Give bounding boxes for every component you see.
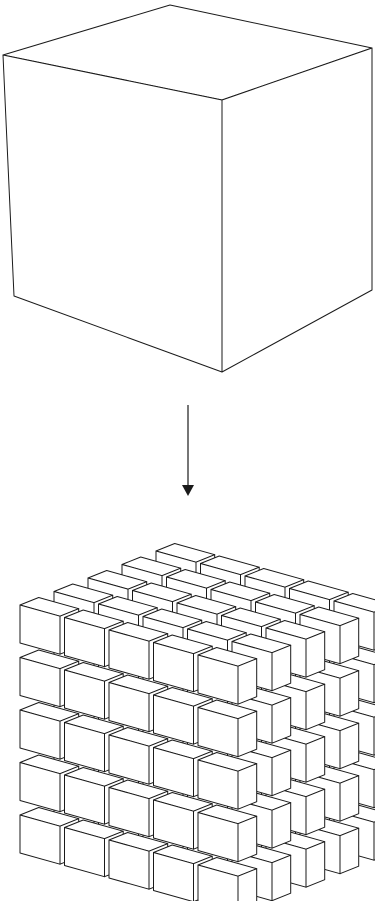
small-cube	[197, 857, 258, 901]
small-cube-right-face	[339, 775, 360, 822]
small-cube	[197, 647, 258, 705]
small-cube-right-face	[237, 868, 258, 901]
small-cube-right-face	[271, 644, 292, 692]
arrow-head	[182, 485, 194, 496]
small-cube-right-face	[237, 710, 258, 758]
small-cube-right-face	[339, 722, 360, 770]
large-cube-right-face	[221, 47, 373, 373]
small-cube-grid	[19, 543, 375, 901]
small-cube-front-face	[153, 852, 194, 901]
small-cube-right-face	[339, 670, 360, 717]
small-cube-right-face	[305, 631, 326, 678]
small-cube-right-face	[271, 854, 292, 901]
large-cube	[2, 4, 373, 373]
large-cube-front-face	[2, 54, 223, 373]
small-cube	[197, 699, 258, 758]
small-cube-right-face	[237, 815, 258, 863]
small-cube-right-face	[305, 788, 326, 836]
small-cube-right-face	[305, 736, 326, 783]
small-cube-front-face	[197, 864, 239, 901]
down-arrow	[182, 405, 194, 496]
small-cube	[197, 752, 258, 810]
small-cube-right-face	[237, 658, 258, 705]
small-cube-right-face	[339, 617, 360, 665]
small-cube	[197, 804, 258, 863]
small-cube-right-face	[237, 763, 258, 810]
small-cube-right-face	[271, 749, 292, 797]
small-cube-right-face	[305, 683, 326, 731]
small-cube-right-face	[271, 697, 292, 744]
small-cube-right-face	[305, 841, 326, 888]
small-cube-right-face	[271, 802, 292, 849]
small-cube-right-face	[339, 827, 360, 875]
